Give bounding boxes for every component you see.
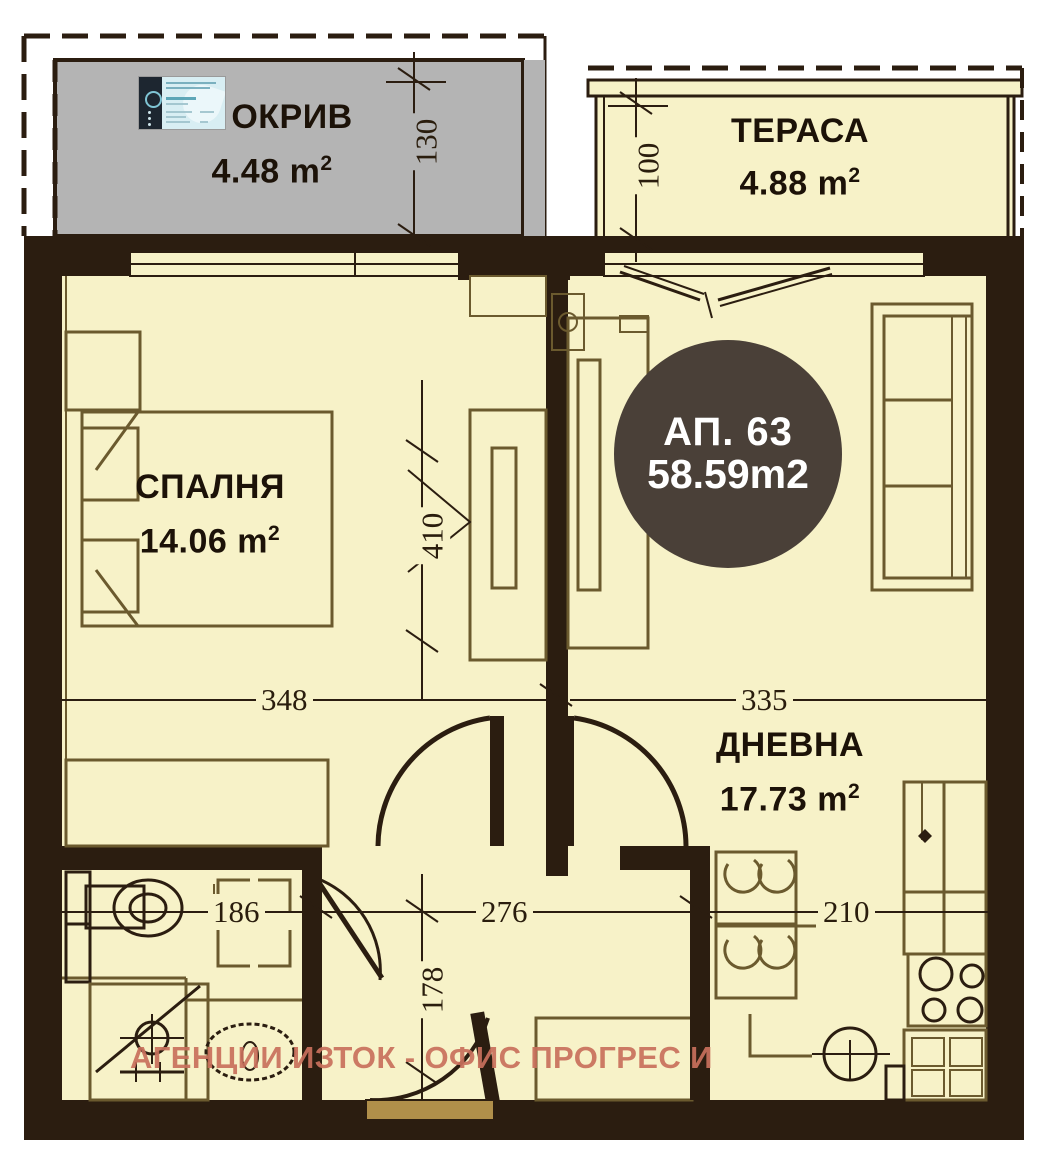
dimension-roof-depth: 130 xyxy=(408,113,445,171)
room-label-bedroom: СПАЛНЯ xyxy=(60,468,360,507)
apartment-total-area: 58.59m2 xyxy=(647,451,809,498)
bedroom-name-text: СПАЛНЯ xyxy=(135,468,285,506)
room-label-roof: ОКРИВ xyxy=(152,98,432,137)
bedroom-area xyxy=(62,275,548,870)
kitchen-area xyxy=(690,780,988,1102)
dimension-bath-depth: 178 xyxy=(414,961,451,1019)
logo-dark-panel xyxy=(139,77,163,129)
living-name-text: ДНЕВНА xyxy=(715,726,865,764)
room-label-living: ДНЕВНА xyxy=(640,726,940,765)
apartment-number: АП. 63 xyxy=(663,410,793,455)
dimension-living-width: 335 xyxy=(736,682,793,718)
dimension-bedroom-width: 348 xyxy=(256,682,313,718)
room-area-roof: 4.48 m2 xyxy=(211,152,333,191)
top-wall-openings xyxy=(129,251,925,319)
apartment-badge[interactable]: АП. 63 58.59m2 xyxy=(614,340,842,568)
logo-mark-icon xyxy=(145,91,162,108)
dimension-hall-width: 276 xyxy=(476,894,533,930)
bathroom-area xyxy=(62,870,322,1102)
logo-light-panel xyxy=(162,77,225,129)
roof-area xyxy=(21,33,547,238)
room-area-living: 17.73 m2 xyxy=(719,780,861,819)
room-label-terrace: ТЕРАСА xyxy=(640,112,960,151)
room-area-bedroom: 14.06 m2 xyxy=(139,522,281,561)
dimension-terrace-depth: 100 xyxy=(630,137,667,195)
dimension-bath-width: 186 xyxy=(208,894,265,930)
agency-logo xyxy=(138,76,226,130)
central-wall xyxy=(458,236,570,876)
terrace-area xyxy=(586,65,1024,244)
dimension-kitchen-width: 210 xyxy=(818,894,875,930)
terrace-name-text: ТЕРАСА xyxy=(730,112,870,150)
apartment-outer-walls xyxy=(24,236,1024,1140)
watermark-text: АГЕНЦИИ ИЗТОК - ОФИС ПРОГРЕС И xyxy=(130,1040,713,1075)
roof-name-text: ОКРИВ xyxy=(231,98,353,136)
room-area-terrace: 4.88 m2 xyxy=(739,164,861,203)
dimension-hall-height: 410 xyxy=(414,507,451,565)
